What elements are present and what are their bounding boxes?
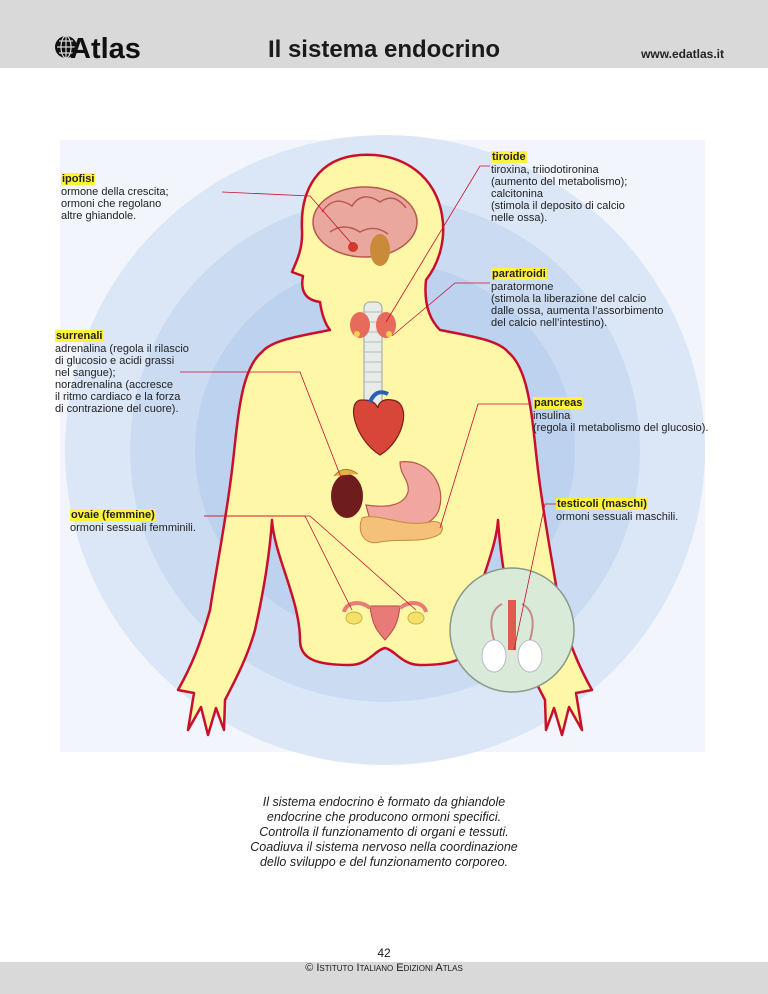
parathyroid-left: [354, 331, 360, 337]
label-surrenali-name: surrenali: [55, 330, 104, 342]
label-ipofisi-text: ormone della crescita; ormoni che regola…: [61, 186, 169, 222]
label-tiroide-name: tiroide: [491, 151, 527, 163]
page-title: Il sistema endocrino: [267, 36, 501, 63]
label-ipofisi-name: ipofisi: [61, 173, 96, 185]
label-testicoli-text: ormoni sessuali maschili.: [556, 511, 679, 523]
leader-lines: [180, 165, 556, 651]
footer-band: [0, 962, 768, 994]
label-testicoli-name: testicoli (maschi): [556, 498, 648, 510]
label-surrenali: surrenali adrenalina (regola il rilascio…: [55, 330, 189, 415]
atlas-logo: Atlas: [55, 33, 141, 60]
header-band: [0, 0, 768, 68]
label-ipofisi: ipofisi ormone della crescita; ormoni ch…: [61, 173, 169, 222]
cerebellum: [370, 234, 390, 266]
copyright: © Istituto Italiano Edizioni Atlas: [0, 962, 768, 974]
label-ovaie: ovaie (femmine) ormoni sessuali femminil…: [70, 509, 196, 534]
label-testicoli: testicoli (maschi) ormoni sessuali masch…: [556, 498, 678, 523]
label-paratiroidi-name: paratiroidi: [491, 268, 547, 280]
testis-right: [517, 639, 543, 673]
pancreas: [359, 516, 443, 544]
label-paratiroidi: paratiroidi paratormone (stimola la libe…: [491, 268, 663, 329]
parathyroid-right: [386, 331, 392, 337]
label-ovaie-name: ovaie (femmine): [70, 509, 156, 521]
testis-left: [481, 639, 507, 673]
label-tiroide-text: tiroxina, triiodotironina (aumento del m…: [491, 164, 628, 224]
label-pancreas-text: insulina (regola il metabolismo del gluc…: [533, 410, 709, 434]
publisher-name: Istituto Italiano Edizioni Atlas: [316, 962, 463, 974]
thyroid-left-lobe: [350, 312, 370, 338]
kidney: [331, 474, 363, 518]
heart: [353, 399, 405, 456]
label-paratiroidi-text: paratormone (stimola la liberazione del …: [491, 281, 664, 329]
label-pancreas-name: pancreas: [533, 397, 584, 409]
uterus: [369, 605, 401, 641]
page-number: 42: [377, 946, 391, 960]
ovary-left: [345, 611, 363, 625]
website-url: www.edatlas.it: [641, 47, 724, 61]
label-tiroide: tiroide tiroxina, triiodotironina (aumen…: [491, 151, 627, 224]
label-pancreas: pancreas insulina (regola il metabolismo…: [533, 397, 708, 434]
ovary-right: [407, 611, 425, 625]
label-surrenali-text: adrenalina (regola il rilascio di glucos…: [55, 343, 189, 415]
pituitary-gland: [348, 242, 358, 252]
caption: Il sistema endocrino è formato da ghiand…: [250, 795, 518, 869]
copyright-symbol: ©: [305, 962, 314, 974]
logo-text: Atlas: [70, 33, 141, 60]
brain: [312, 186, 418, 258]
label-ovaie-text: ormoni sessuali femminili.: [70, 522, 196, 534]
thyroid-right-lobe: [376, 312, 396, 338]
